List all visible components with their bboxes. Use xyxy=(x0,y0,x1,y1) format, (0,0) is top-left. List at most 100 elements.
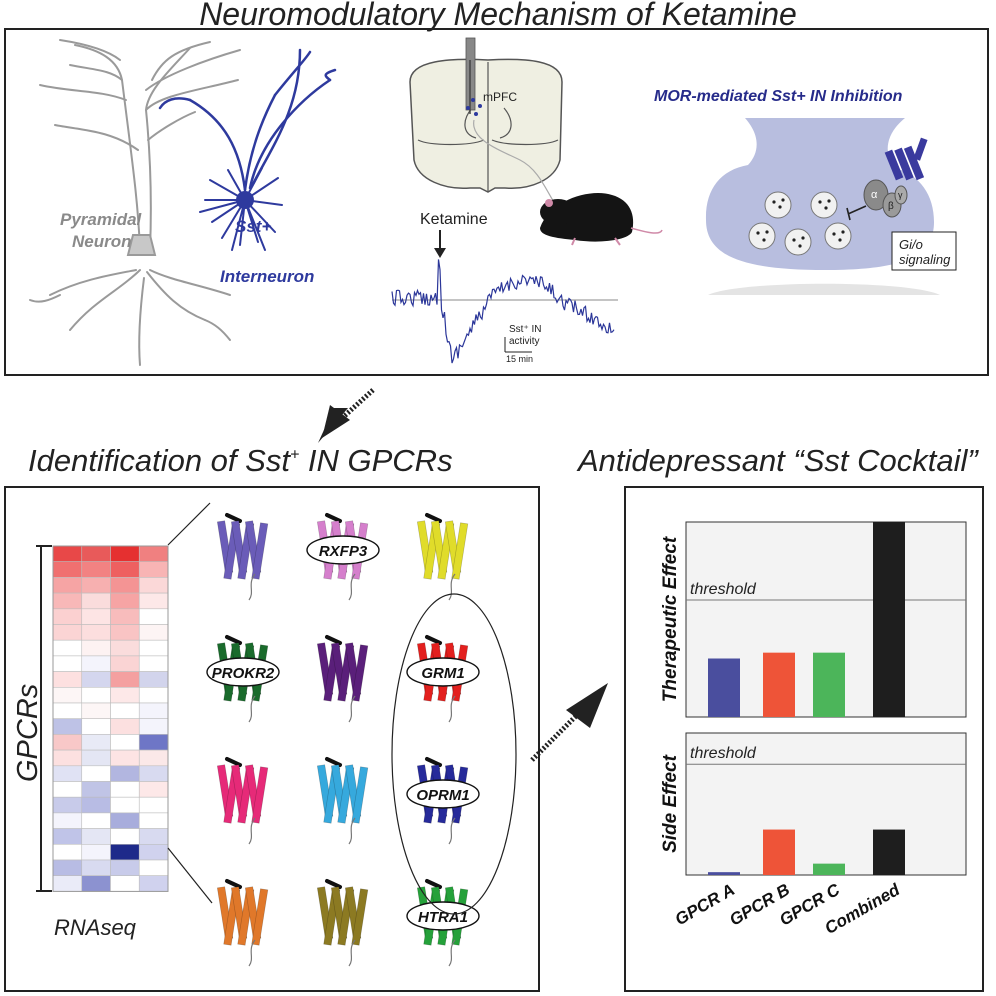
heatmap-cell xyxy=(138,875,169,892)
heatmap-cell xyxy=(138,734,169,751)
bar-gpcr-b xyxy=(763,829,795,875)
therapeutic-effect-chart: threshold Therapeutic Effect xyxy=(660,521,967,718)
receptor-unlabeled xyxy=(216,513,269,601)
section-title-cocktail: Antidepressant “Sst Cocktail” xyxy=(578,443,978,478)
threshold-label: threshold xyxy=(690,581,757,598)
heatmap-cell xyxy=(138,624,169,641)
bar-gpcr-c xyxy=(813,652,845,717)
heatmap-cell xyxy=(81,561,111,578)
heatmap-cell xyxy=(110,671,140,688)
bar-gpcr-a xyxy=(708,658,740,717)
receptor-n-terminus xyxy=(325,879,342,889)
heatmap-cell xyxy=(52,749,83,767)
bar-gpcr-a xyxy=(708,872,740,875)
heatmap-cell xyxy=(138,718,169,735)
section-title-gpcrs: Identification of Sst+ IN GPCRs xyxy=(28,443,453,479)
heatmap-cell xyxy=(138,812,169,829)
heatmap-cell xyxy=(138,796,169,814)
receptor-prokr2: PROKR2 xyxy=(206,635,280,723)
postsynaptic-membrane xyxy=(708,283,940,295)
heatmap-cell xyxy=(110,734,140,751)
section-title-gpcrs-a: Identification of Sst xyxy=(28,443,290,478)
heatmap-cell xyxy=(52,671,83,688)
gio-label-1: Gi/o xyxy=(899,237,923,252)
bar-combined xyxy=(873,522,905,717)
sst-soma xyxy=(236,191,254,209)
receptor-c-terminus xyxy=(448,695,456,723)
heatmap-cell xyxy=(110,828,140,845)
receptor-n-terminus xyxy=(225,513,242,523)
bar-gpcr-c xyxy=(813,863,845,875)
receptor-c-terminus xyxy=(348,817,356,845)
heatmap-cell xyxy=(52,812,83,829)
receptor-c-terminus xyxy=(348,939,356,967)
zoom-line-top xyxy=(167,502,211,546)
heatmap-cell xyxy=(52,734,83,751)
heatmap-cell xyxy=(110,655,140,672)
heatmap-cell xyxy=(110,561,140,578)
sst-label-2: Interneuron xyxy=(220,267,314,286)
heatmap-cell xyxy=(138,639,169,657)
receptor-n-terminus xyxy=(325,513,342,523)
chart-y-label: Therapeutic Effect xyxy=(660,536,681,702)
rnaseq-label: RNAseq xyxy=(54,915,137,940)
heatmap-cell xyxy=(52,796,83,814)
heatmap-cell xyxy=(52,608,83,625)
heatmap-cell xyxy=(138,577,169,594)
heatmap-cell xyxy=(81,828,111,845)
heatmap-cell xyxy=(81,859,111,876)
heatmap-cell xyxy=(110,859,140,876)
chart-y-label: Side Effect xyxy=(660,754,681,853)
x-tick-label: GPCR A xyxy=(672,880,738,929)
heatmap-cell xyxy=(52,545,83,562)
mor-title: MOR-mediated Sst+ IN Inhibition xyxy=(654,88,903,105)
heatmap-cell xyxy=(110,875,140,892)
heatmap-cell xyxy=(138,545,169,562)
receptor-helix xyxy=(451,522,469,580)
zoom-line-bottom xyxy=(167,847,213,904)
heatmap-cell xyxy=(138,828,169,845)
heatmap-cell xyxy=(81,577,111,594)
receptor-label: HTRA1 xyxy=(418,909,468,926)
heatmap-cell xyxy=(52,577,83,594)
heatmap-cell xyxy=(52,686,83,704)
heatmap-cell xyxy=(81,734,111,751)
heatmap-border xyxy=(52,545,169,892)
receptor-c-terminus xyxy=(448,817,456,845)
heatmap-cell xyxy=(110,545,140,562)
receptor-label-bubble xyxy=(206,657,280,687)
receptor-n-terminus xyxy=(425,635,442,645)
receptor-c-terminus xyxy=(248,573,256,601)
bar-combined xyxy=(873,829,905,875)
gio-label-2: signaling xyxy=(899,252,951,267)
trace-label-2: activity xyxy=(509,336,540,347)
heatmap-cell xyxy=(81,639,111,657)
ketamine-arrow xyxy=(434,230,446,258)
heatmap xyxy=(52,545,169,892)
heatmap-cell xyxy=(110,812,140,829)
heatmap-cell xyxy=(138,702,169,719)
alpha-label: α xyxy=(871,189,878,201)
receptor-unlabeled xyxy=(216,757,269,845)
heatmap-cell xyxy=(110,843,140,861)
receptor-rxfp3: RXFP3 xyxy=(306,513,380,601)
receptor-helix xyxy=(251,522,269,580)
cocktail-panel-frame xyxy=(624,486,984,992)
vesicles xyxy=(748,191,852,256)
heatmap-cell xyxy=(110,765,140,782)
selection-ellipse xyxy=(391,593,517,915)
heatmap-cell xyxy=(81,608,111,625)
receptor-c-terminus xyxy=(448,573,456,601)
ketamine-label: Ketamine xyxy=(420,211,488,228)
receptor-unlabeled xyxy=(216,879,269,967)
heatmap-cell xyxy=(81,592,111,610)
heatmap-cell xyxy=(138,592,169,610)
receptor-c-terminus xyxy=(248,939,256,967)
heatmap-cell xyxy=(81,875,111,892)
figure-title: Neuromodulatory Mechanism of Ketamine xyxy=(199,0,797,32)
receptor-n-terminus xyxy=(225,879,242,889)
heatmap-cell xyxy=(110,686,140,704)
scale-bar-label: 15 min xyxy=(506,354,533,364)
